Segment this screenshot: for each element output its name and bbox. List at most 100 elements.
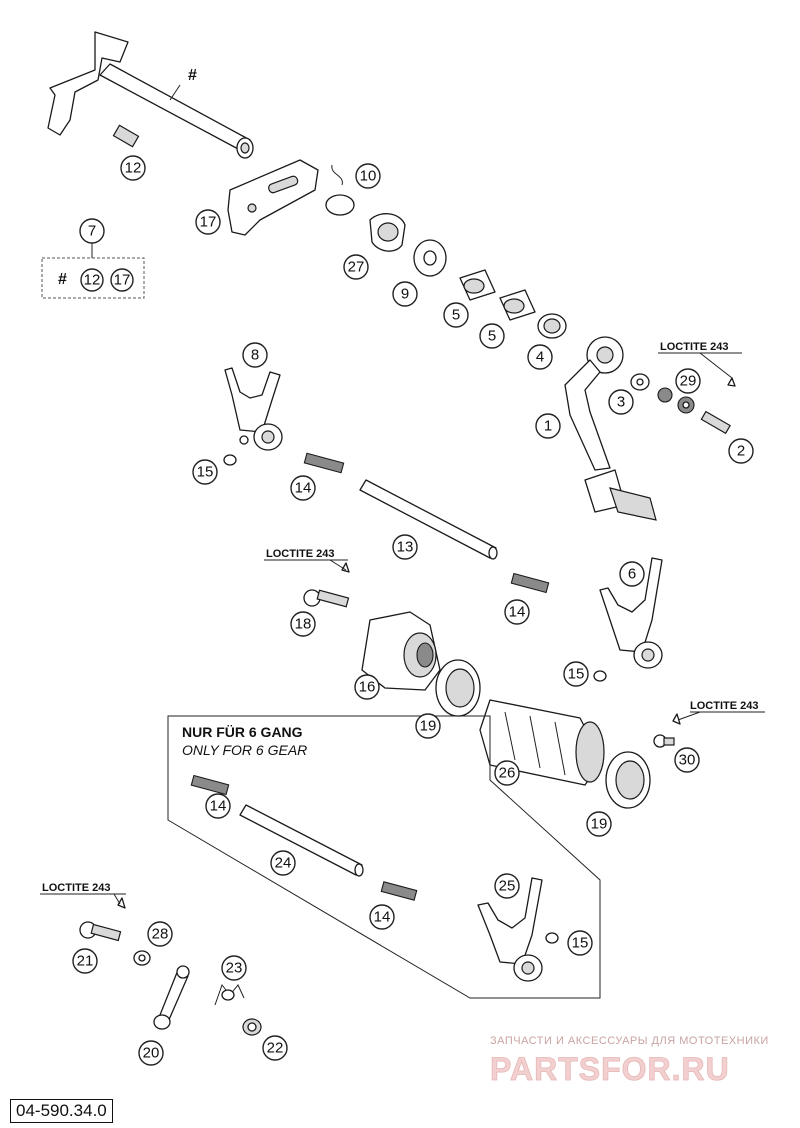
svg-text:12: 12 — [125, 160, 142, 177]
svg-text:13: 13 — [397, 539, 414, 556]
callout-27: 27 — [343, 254, 369, 280]
callout-14c: 14 — [205, 793, 231, 819]
shift-fork-6-drawing — [599, 557, 663, 669]
kit-callout-12: 12 — [80, 268, 104, 292]
callout-15c: 15 — [567, 930, 593, 956]
pin-15c-drawing — [545, 932, 559, 944]
svg-text:8: 8 — [251, 347, 259, 364]
callout-1: 1 — [535, 413, 561, 439]
callout-17: 17 — [195, 209, 221, 235]
callout-4: 4 — [527, 344, 553, 370]
svg-text:19: 19 — [591, 816, 608, 833]
shift-shaft-drawing — [47, 31, 254, 159]
kit-callout-17: 17 — [110, 268, 134, 292]
callout-20: 20 — [138, 1040, 164, 1066]
callout-2: 2 — [728, 438, 754, 464]
watermark-brand: PARTSFOR.RU — [490, 1051, 730, 1087]
bolt-30-drawing — [653, 713, 681, 748]
svg-text:25: 25 — [499, 878, 516, 895]
loctite-label-middle-left: LOCTITE 243 — [266, 548, 334, 560]
svg-text:17: 17 — [114, 272, 131, 289]
svg-text:14: 14 — [210, 798, 227, 815]
washer-28-drawing — [133, 950, 151, 966]
seal-4-drawing — [537, 313, 567, 339]
callout-21: 21 — [72, 948, 98, 974]
callout-14a: 14 — [290, 475, 316, 501]
shift-lever-1-drawing — [564, 336, 657, 521]
six-gear-note-title: NUR FÜR 6 GANG — [182, 724, 303, 740]
nut-29-drawing — [657, 387, 695, 414]
washer-9-drawing — [413, 239, 447, 277]
svg-text:10: 10 — [360, 168, 377, 185]
svg-text:21: 21 — [77, 953, 94, 970]
loctite-leaders — [40, 352, 765, 905]
svg-text:18: 18 — [295, 616, 312, 633]
callout-15b: 15 — [563, 661, 589, 687]
callout-14b: 14 — [504, 599, 530, 625]
svg-text:26: 26 — [499, 765, 516, 782]
svg-text:5: 5 — [488, 328, 496, 345]
svg-text:14: 14 — [509, 604, 526, 621]
callout-5a: 5 — [443, 302, 469, 328]
shaft-hash-label: # — [188, 67, 197, 84]
callout-12: 12 — [120, 155, 146, 181]
callout-26: 26 — [494, 760, 520, 786]
bushing-5a-drawing — [459, 269, 496, 301]
lever-20-drawing — [153, 965, 190, 1030]
callout-19a: 19 — [415, 713, 441, 739]
svg-text:1: 1 — [544, 418, 552, 435]
bearing-19b-drawing — [605, 751, 651, 809]
svg-text:14: 14 — [295, 480, 312, 497]
callout-25: 25 — [494, 873, 520, 899]
spring-23-drawing — [214, 983, 245, 1006]
callout-10: 10 — [355, 163, 381, 189]
svg-text:19: 19 — [420, 718, 437, 735]
svg-text:27: 27 — [348, 259, 365, 276]
svg-text:24: 24 — [275, 855, 292, 872]
svg-text:2: 2 — [737, 443, 745, 460]
svg-text:28: 28 — [152, 926, 169, 943]
svg-text:29: 29 — [680, 373, 697, 390]
callout-7: 7 — [79, 218, 105, 244]
svg-text:9: 9 — [401, 286, 409, 303]
rod-13-drawing — [359, 479, 498, 560]
svg-text:23: 23 — [226, 960, 243, 977]
circlip-10-drawing — [325, 164, 355, 216]
spring-14d-drawing — [380, 881, 418, 901]
bolt-21-drawing — [79, 897, 126, 942]
callout-16: 16 — [354, 674, 380, 700]
six-gear-note-subtitle: ONLY FOR 6 GEAR — [182, 742, 307, 758]
callout-9: 9 — [392, 281, 418, 307]
svg-text:15: 15 — [197, 464, 214, 481]
callout-13: 13 — [392, 534, 418, 560]
kit-7-outline — [41, 243, 145, 299]
svg-text:5: 5 — [452, 307, 460, 324]
spring-14a-drawing — [303, 452, 345, 474]
callout-29: 29 — [675, 368, 701, 394]
bushing-5b-drawing — [499, 289, 536, 321]
svg-text:22: 22 — [267, 1040, 284, 1057]
loctite-label-upper-right: LOCTITE 243 — [660, 341, 728, 353]
drawing-code: 04-590.34.0 — [10, 1099, 113, 1123]
svg-text:20: 20 — [143, 1045, 160, 1062]
callout-5b: 5 — [479, 323, 505, 349]
pin-15b-drawing — [593, 670, 607, 682]
svg-text:7: 7 — [88, 223, 96, 240]
callout-24: 24 — [270, 850, 296, 876]
lever-plate-17-drawing — [227, 159, 319, 236]
washer-3-drawing — [630, 373, 650, 391]
six-gear-note-outline — [167, 715, 601, 999]
shift-fork-25-drawing — [477, 877, 543, 982]
loctite-label-middle-right: LOCTITE 243 — [690, 700, 758, 712]
svg-text:15: 15 — [572, 935, 589, 952]
svg-text:3: 3 — [617, 394, 625, 411]
callout-3: 3 — [608, 389, 634, 415]
kit-hash-label: # — [58, 271, 67, 288]
callout-18: 18 — [290, 611, 316, 637]
callout-30: 30 — [674, 747, 700, 773]
spring-14b-drawing — [510, 572, 550, 594]
spring-12-drawing — [112, 124, 140, 148]
svg-text:15: 15 — [568, 666, 585, 683]
pin-15a-drawing — [223, 454, 237, 466]
